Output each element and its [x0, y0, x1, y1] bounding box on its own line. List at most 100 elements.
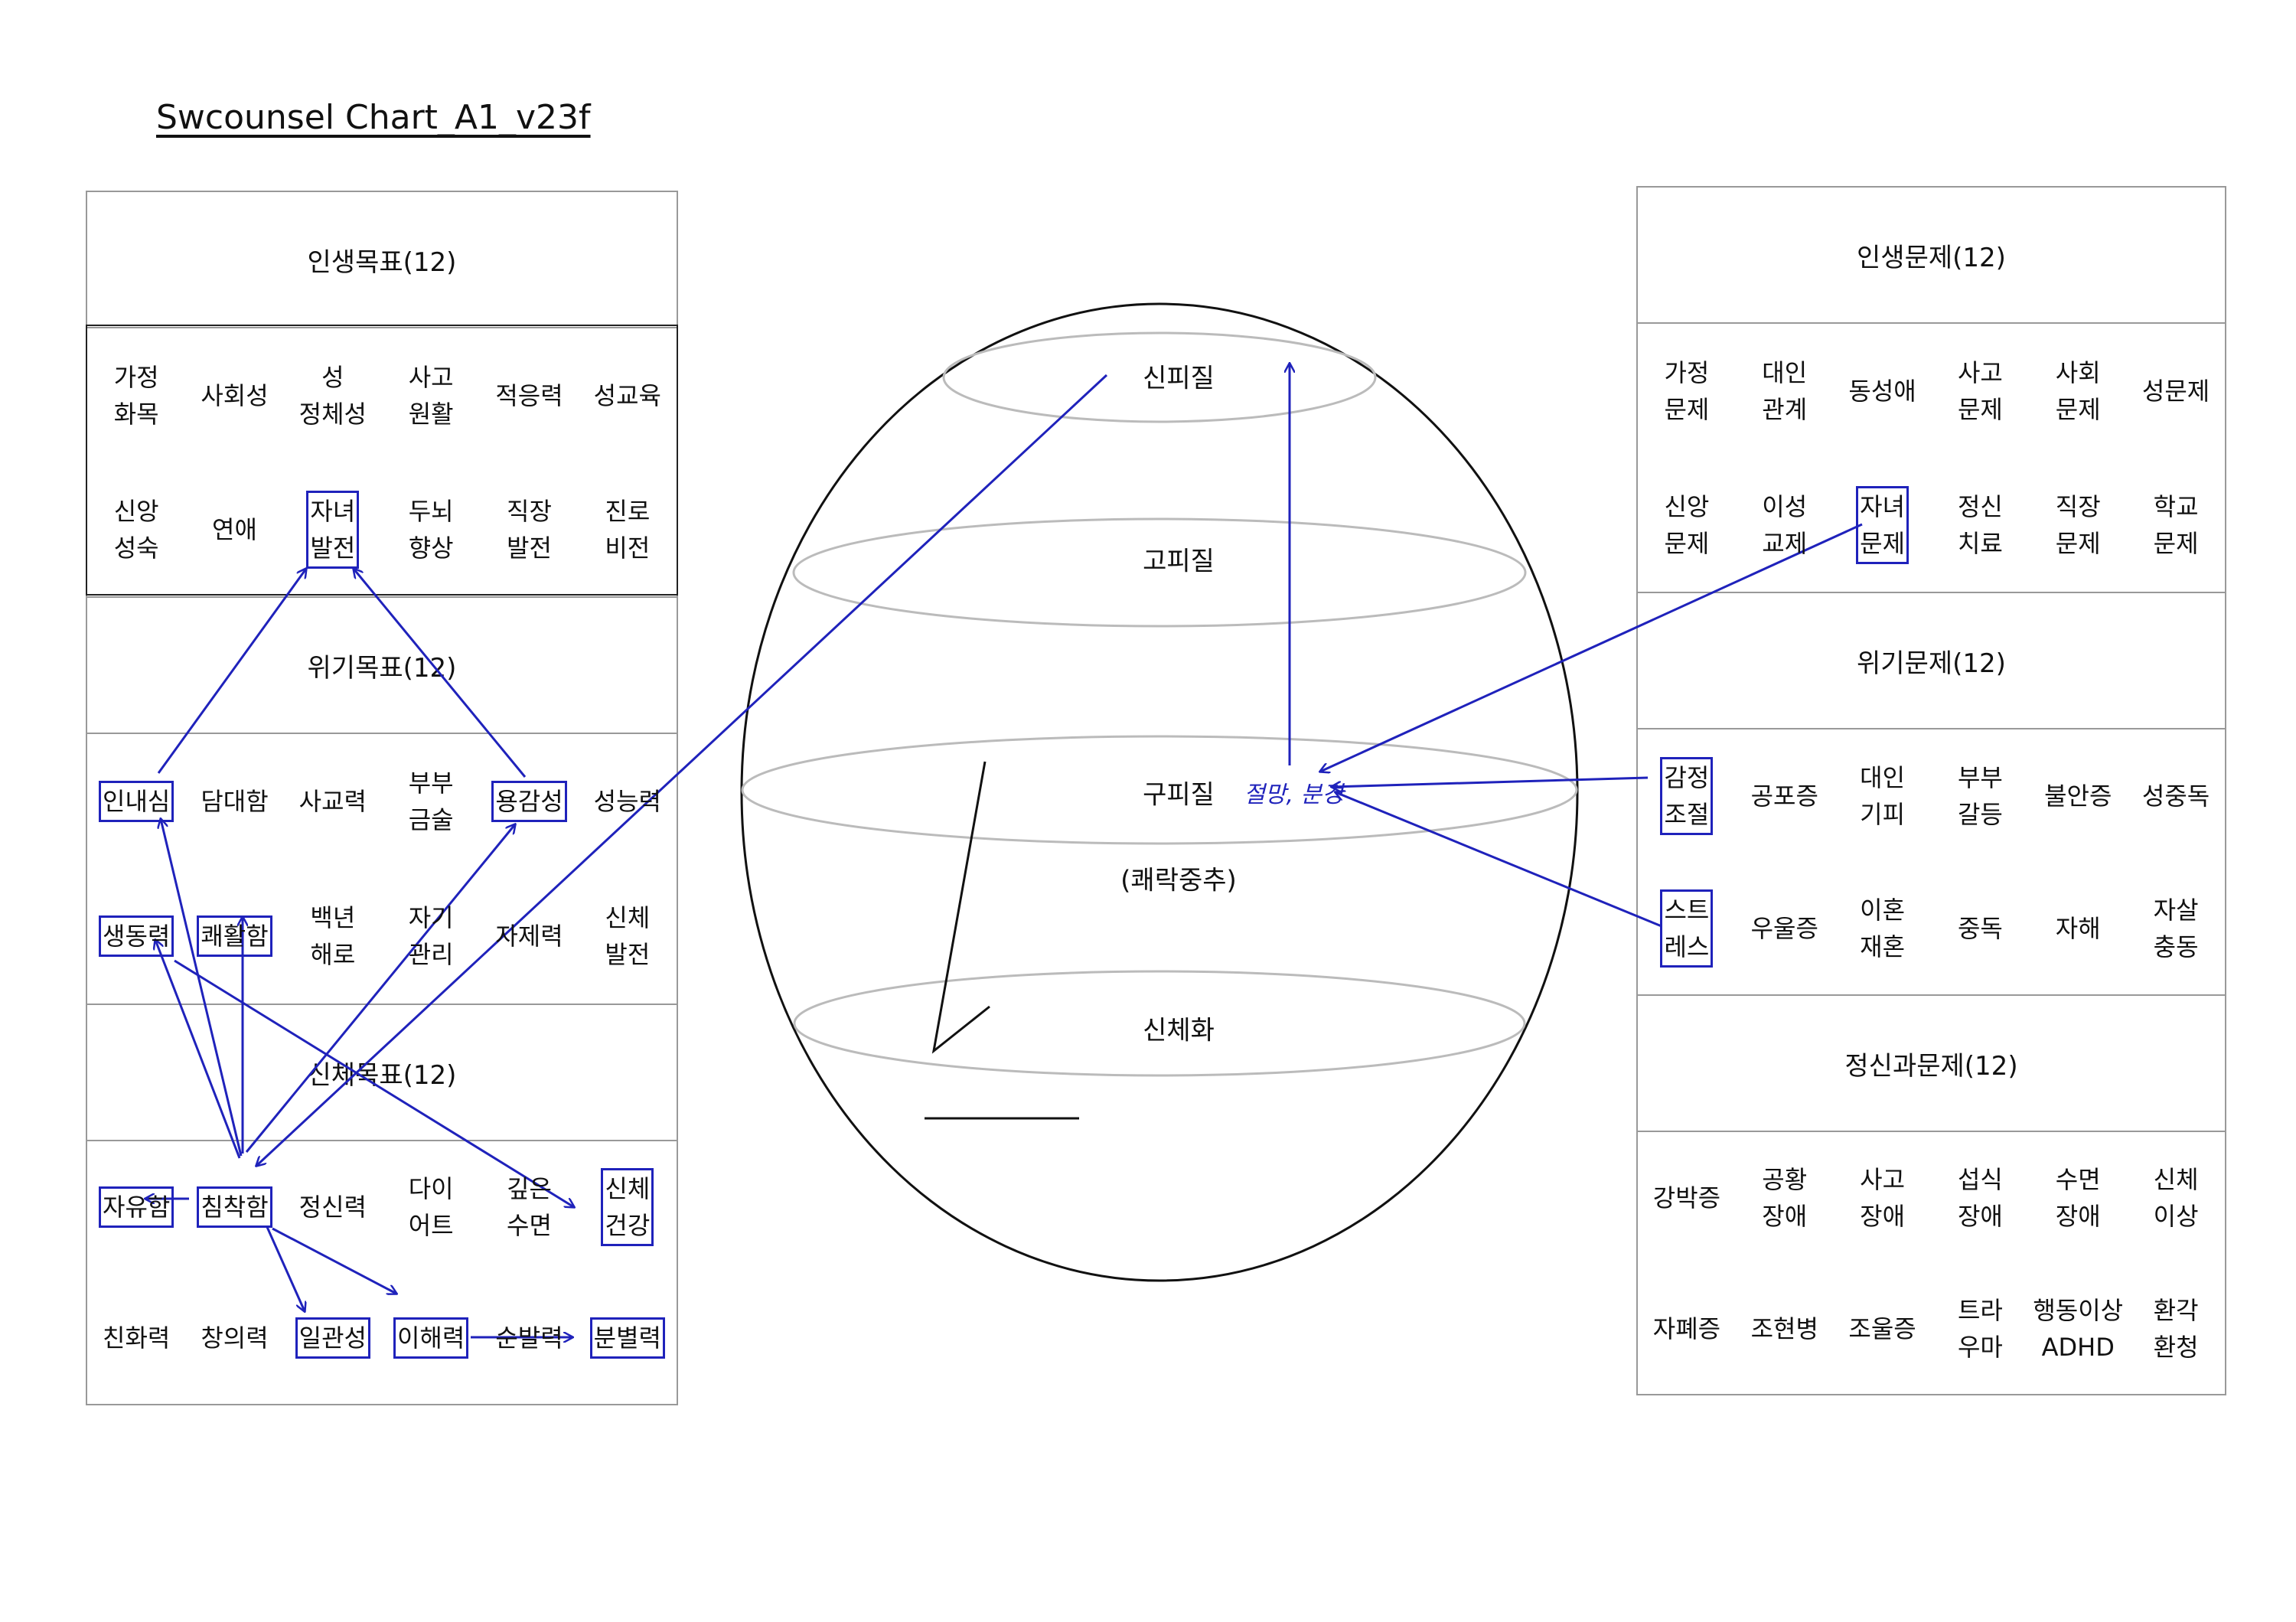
grid-cell: 동성애: [1834, 324, 1932, 458]
grid-cell: 대인 관계: [1736, 324, 1834, 458]
grid-cell: 사고 원활: [382, 328, 480, 462]
cell-label: 자유함: [99, 1186, 174, 1228]
cell-label: 신체 이상: [2153, 1164, 2199, 1231]
cell-label: 사교력: [298, 787, 367, 816]
cell-label: 백년 해로: [310, 903, 356, 969]
cell-label: 다이 어트: [408, 1173, 454, 1240]
cell-label: 두뇌 향상: [408, 496, 454, 563]
crisis-problems-header: 위기문제(12): [1857, 648, 2006, 679]
grid-cell: 다이 어트: [382, 1141, 480, 1272]
grid-cell: 자살 충동: [2127, 862, 2225, 994]
cell-label: 연애: [212, 514, 257, 544]
grid-cell: 두뇌 향상: [382, 462, 480, 596]
cell-label: 스트 레스: [1660, 889, 1714, 968]
grid-cell: 적응력: [480, 328, 578, 462]
cell-label: 신체 건강: [601, 1167, 654, 1246]
grid-cell: 자유함: [87, 1141, 185, 1272]
cell-label: 공황 장애: [1762, 1164, 1808, 1231]
cell-label: 이해력: [393, 1317, 469, 1359]
grid-cell: 신체 이상: [2127, 1132, 2225, 1263]
grid-cell: 행동이상 ADHD: [2029, 1263, 2127, 1394]
grid-cell: 친화력: [87, 1272, 185, 1403]
cell-label: 대인 관계: [1762, 357, 1808, 424]
grid-cell: 불안증: [2029, 729, 2127, 862]
grid-cell: 감정 조절: [1638, 729, 1736, 862]
divider: [1638, 592, 2225, 593]
grid-cell: 이해력: [382, 1272, 480, 1403]
grid-cell: 성교육: [579, 328, 677, 462]
cell-label: 적응력: [495, 380, 563, 410]
cell-label: 성능력: [593, 787, 661, 816]
cell-label: 조현병: [1750, 1314, 1818, 1343]
grid-cell: 학교 문제: [2127, 458, 2225, 592]
grid-cell: 용감성: [480, 734, 578, 869]
divider: [1638, 994, 2225, 996]
divider: [1638, 322, 2225, 324]
handwritten-note: 절망, 분경: [1244, 782, 1343, 808]
grid-cell: 가정 문제: [1638, 324, 1736, 458]
cell-label: 생동력: [99, 915, 174, 957]
grid-cell: 가정 화목: [87, 328, 185, 462]
cell-label: 조울증: [1848, 1314, 1916, 1343]
cell-label: 쾌활함: [197, 915, 272, 957]
cell-label: 이혼 재혼: [1860, 895, 1906, 961]
grid-cell: 섭식 장애: [1932, 1132, 2030, 1263]
grid-cell: 쾌활함: [185, 869, 283, 1004]
cell-label: 사고 원활: [408, 362, 454, 429]
cell-label: 담대함: [201, 787, 269, 816]
psychiatric-problems-header: 정신과문제(12): [1844, 1050, 2018, 1082]
cell-label: 대인 기피: [1860, 762, 1906, 829]
cell-label: 행동이상 ADHD: [2033, 1295, 2124, 1362]
cell-label: 자녀 발전: [306, 490, 360, 569]
grid-cell: 신앙 문제: [1638, 458, 1736, 592]
grid-cell: 사회 문제: [2029, 324, 2127, 458]
grid-cell: 부부 갈등: [1932, 729, 2030, 862]
cell-label: 자살 충동: [2153, 895, 2199, 961]
cell-label: 트라 우마: [1957, 1295, 2003, 1362]
cell-label: 자기 관리: [408, 903, 454, 969]
cell-label: 신체 발전: [605, 903, 651, 969]
grid-cell: 자녀 문제: [1834, 458, 1932, 592]
grid-cell: 조현병: [1736, 1263, 1834, 1394]
cell-label: 깊은 수면: [507, 1173, 552, 1240]
grid-cell: 인내심: [87, 734, 185, 869]
grid-cell: 백년 해로: [284, 869, 382, 1004]
grid-cell: 진로 비전: [579, 462, 677, 596]
grid-cell: 담대함: [185, 734, 283, 869]
grid-cell: 성 정체성: [284, 328, 382, 462]
cell-label: 친화력: [103, 1323, 171, 1353]
cell-label: 순발력: [495, 1323, 563, 1353]
cell-label: 공포증: [1750, 781, 1818, 811]
cell-label: 가정 화목: [113, 362, 159, 429]
grid-cell: 조울증: [1834, 1263, 1932, 1394]
cell-label: 강박증: [1652, 1183, 1721, 1212]
grid-cell: 정신력: [284, 1141, 382, 1272]
grid-cell: 깊은 수면: [480, 1141, 578, 1272]
cell-label: 창의력: [201, 1323, 269, 1353]
grid-cell: 신체 발전: [579, 869, 677, 1004]
grid-cell: 이성 교제: [1736, 458, 1834, 592]
cell-label: 성교육: [593, 380, 661, 410]
cell-label: 학교 문제: [2153, 491, 2199, 558]
body-goals-header: 신체목표(12): [307, 1059, 457, 1091]
layer-paleocortex: 고피질: [1143, 546, 1215, 577]
cell-label: 신앙 성숙: [113, 496, 159, 563]
cell-label: 수면 장애: [2055, 1164, 2101, 1231]
chart-title: Swcounsel Chart_A1_v23f: [156, 98, 591, 137]
cell-label: 신앙 문제: [1664, 491, 1710, 558]
grid-cell: 사회성: [185, 328, 283, 462]
layer-archicortex: 구피질: [1143, 779, 1215, 811]
grid-cell: 사고 문제: [1932, 324, 2030, 458]
cell-label: 분별력: [589, 1317, 665, 1359]
grid-cell: 중독: [1932, 862, 2030, 994]
grid-cell: 대인 기피: [1834, 729, 1932, 862]
grid-cell: 자기 관리: [382, 869, 480, 1004]
cell-label: 동성애: [1848, 376, 1916, 406]
divider: [1638, 728, 2225, 729]
